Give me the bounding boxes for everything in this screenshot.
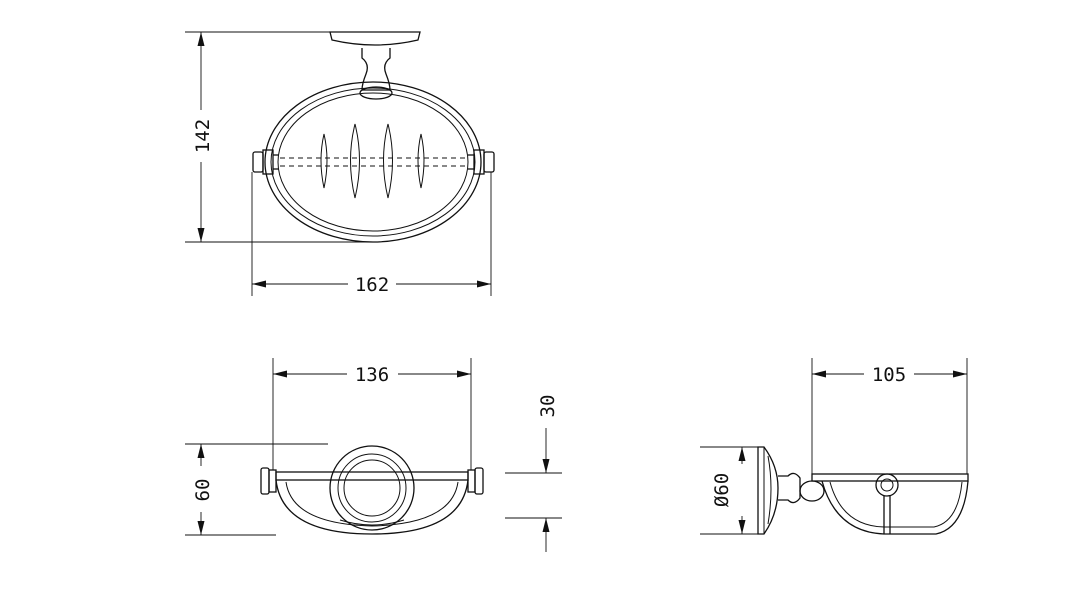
front-depth-label: 30 bbox=[537, 395, 559, 418]
top-view: 142 162 bbox=[185, 31, 495, 296]
front-width-label: 136 bbox=[355, 364, 389, 386]
top-height-label: 142 bbox=[192, 119, 214, 153]
front-height-label: 60 bbox=[192, 479, 214, 502]
side-diameter-label: Ø60 bbox=[711, 473, 733, 507]
front-view: 136 60 30 bbox=[185, 358, 562, 552]
side-view: 105 Ø60 bbox=[700, 358, 969, 535]
side-depth-label: 105 bbox=[872, 364, 906, 386]
top-width-label: 162 bbox=[355, 274, 389, 296]
